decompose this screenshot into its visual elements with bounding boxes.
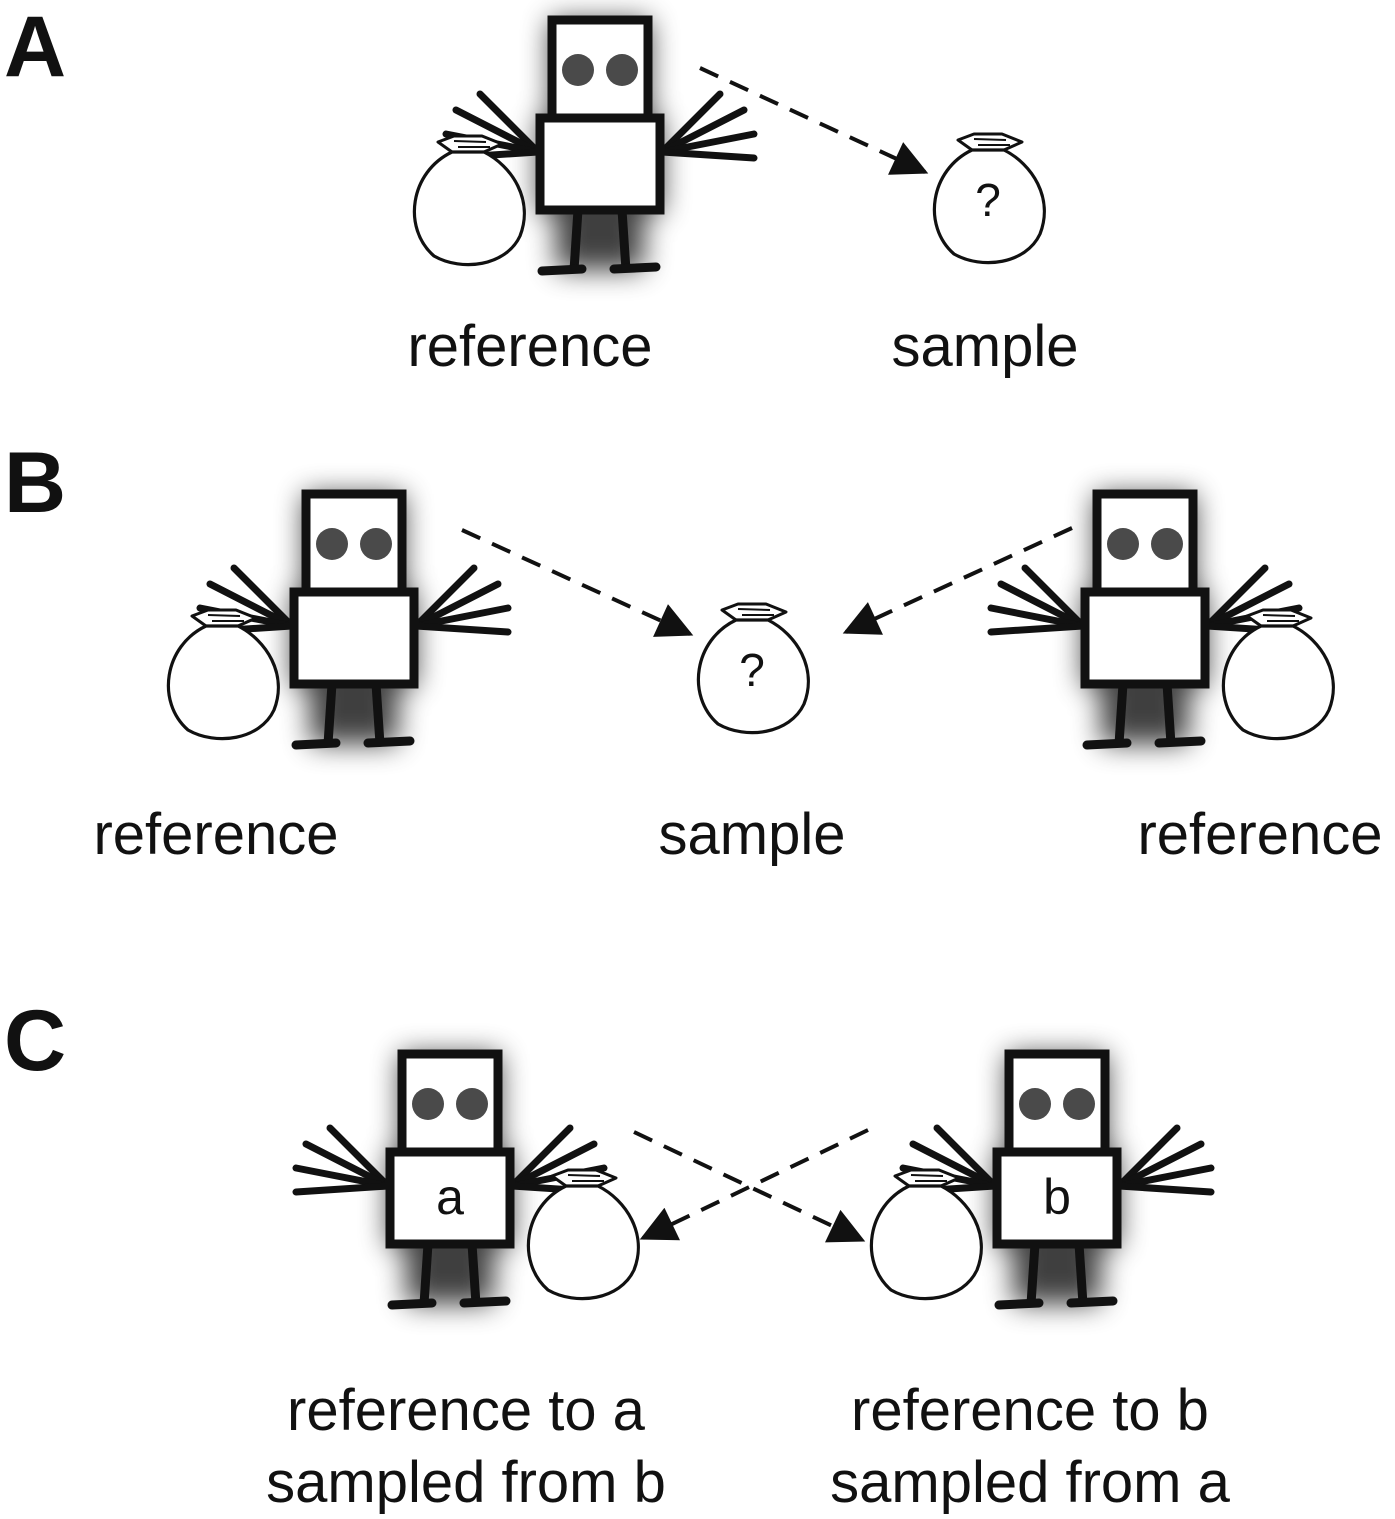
- panel-a: A ? reference sample: [4, 0, 1078, 379]
- panel-letter-a: A: [4, 0, 66, 95]
- robot-icon: [987, 489, 1335, 750]
- bag-icon: ?: [696, 602, 810, 735]
- dashed-arrow-icon: [842, 526, 1073, 635]
- panel-letter-b: B: [4, 435, 66, 531]
- label-sample: sample: [892, 314, 1079, 379]
- label-reference-to-b: reference to b: [851, 1378, 1209, 1443]
- dashed-arrow-icon: [699, 66, 929, 175]
- panel-b: B ? reference sample reference: [4, 435, 1383, 867]
- label-sampled-from-b: sampled from b: [266, 1450, 666, 1515]
- panel-c: C a b reference to a sampled from b refe…: [4, 993, 1231, 1515]
- robot-icon: b: [869, 1049, 1215, 1310]
- label-sample: sample: [659, 802, 846, 867]
- label-reference-right: reference: [1137, 802, 1382, 867]
- robot-icon: a: [292, 1049, 640, 1310]
- label-reference: reference: [407, 314, 652, 379]
- label-reference-to-a: reference to a: [287, 1378, 646, 1443]
- robot-chest-letter: b: [1043, 1169, 1071, 1225]
- bag-icon: ?: [932, 132, 1046, 265]
- label-reference-left: reference: [93, 802, 338, 867]
- dashed-arrow-icon: [639, 1128, 869, 1241]
- robot-icon: [412, 15, 758, 276]
- panel-letter-c: C: [4, 993, 66, 1089]
- robot-icon: [166, 489, 512, 750]
- robot-chest-letter: a: [436, 1169, 464, 1225]
- dashed-arrow-icon: [461, 528, 694, 637]
- bag-question-mark: ?: [739, 644, 765, 696]
- dashed-arrow-icon: [633, 1130, 866, 1243]
- bag-question-mark: ?: [975, 174, 1001, 226]
- label-sampled-from-a: sampled from a: [830, 1450, 1230, 1515]
